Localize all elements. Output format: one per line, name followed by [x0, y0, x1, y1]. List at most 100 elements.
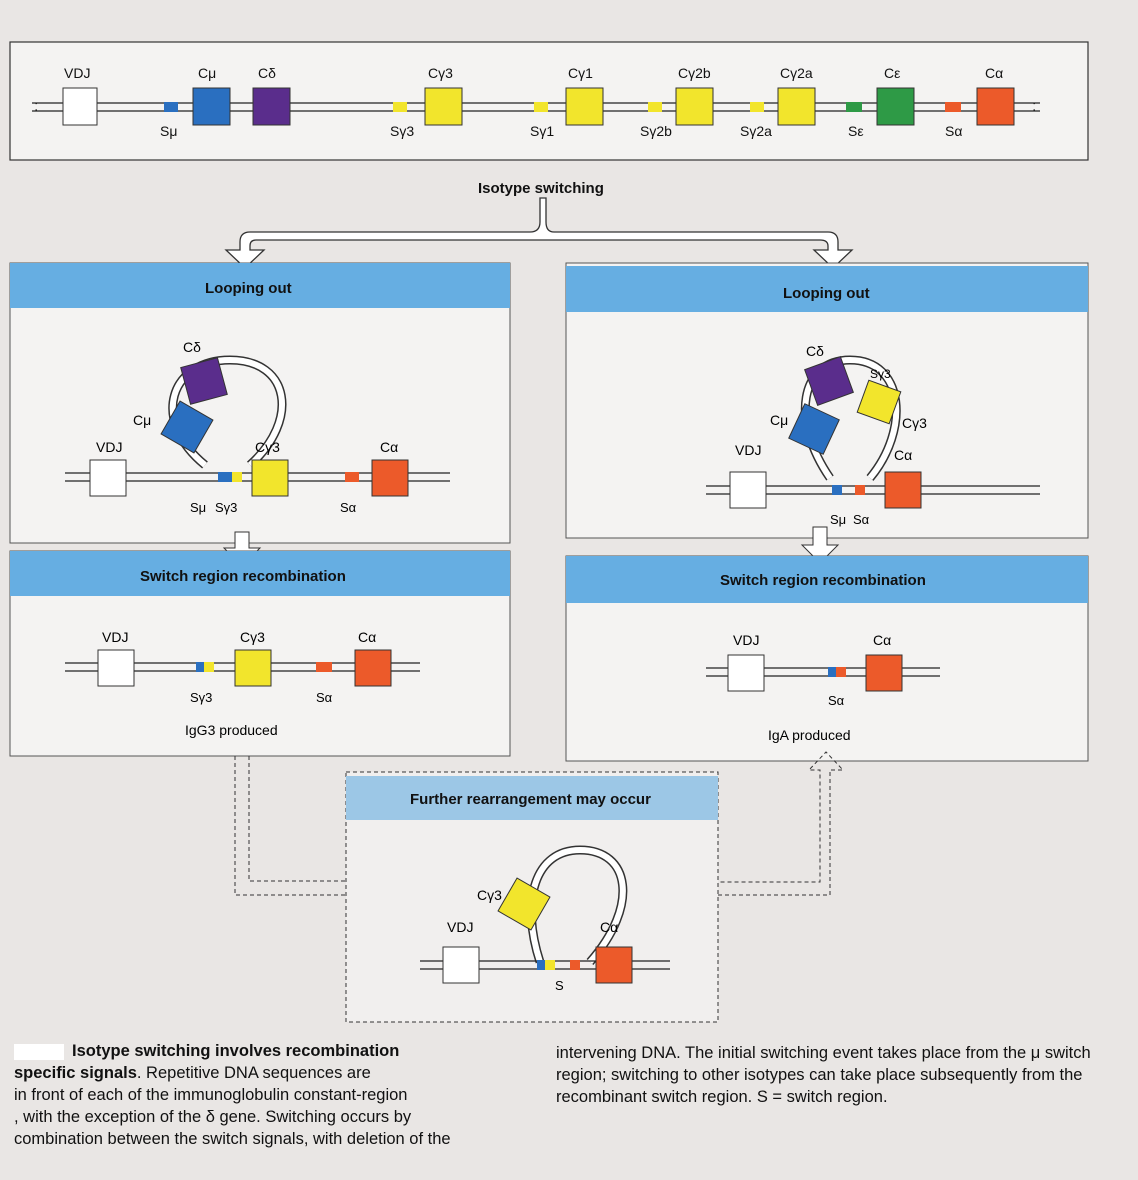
s-mu-switch	[164, 102, 178, 112]
vdj-segment	[62, 87, 98, 126]
caption-text1: . Repetitive DNA sequences are	[136, 1064, 371, 1082]
c-mu-gene	[192, 87, 231, 126]
right2-s-alpha-label: Sα	[828, 693, 845, 708]
c-alpha-label: Cα	[985, 65, 1003, 81]
right-loop-c-g3-label: Cγ3	[902, 415, 927, 431]
right-recombination-panel: Switch region recombination VDJ Sα Cα Ig…	[565, 555, 1089, 762]
left2-vdj-label: VDJ	[102, 629, 128, 645]
left-s-alpha-label: Sα	[340, 500, 357, 515]
right2-vdj	[727, 654, 765, 692]
further-rearrangement-panel: Further rearrangement may occur VDJ Cγ3 …	[345, 771, 719, 1023]
right2-c-alpha-label: Cα	[873, 632, 891, 648]
s-g3-switch	[393, 102, 407, 112]
iga-produced-label: IgA produced	[768, 727, 851, 743]
s-g2a-switch	[750, 102, 764, 112]
left-looping-panel: Looping out VDJ Cδ Cμ Sμ Sγ3 Cγ3 Sα Cα	[9, 262, 511, 544]
s-g2b-label: Sγ2b	[640, 123, 672, 139]
left-c-alpha	[371, 459, 409, 497]
c-g3-gene	[424, 87, 463, 126]
svg-text::: :	[34, 98, 38, 115]
right-loop-c-mu-label: Cμ	[770, 412, 788, 428]
left2-c-g3	[234, 649, 272, 687]
right-recombination-title: Switch region recombination	[720, 572, 926, 589]
branch-arrow	[224, 197, 854, 269]
c-g2a-gene	[777, 87, 816, 126]
c-g3-label: Cγ3	[428, 65, 453, 81]
left-c-g3	[251, 459, 289, 497]
right-looping-title: Looping out	[783, 285, 870, 302]
left-vdj-label: VDJ	[96, 439, 122, 455]
left-s-mu-label: Sμ	[190, 500, 206, 515]
right2-vdj-label: VDJ	[733, 632, 759, 648]
s-eps-label: Sε	[848, 123, 864, 139]
left2-s-alpha-label: Sα	[316, 690, 333, 705]
s-eps-switch	[846, 102, 862, 112]
further-vdj-label: VDJ	[447, 919, 473, 935]
c-mu-label: Cμ	[198, 65, 216, 81]
right-arrow-1	[800, 526, 840, 564]
c-g2b-gene	[675, 87, 714, 126]
right-loop-c-g3	[856, 379, 902, 425]
c-delta-label: Cδ	[258, 65, 276, 81]
further-vdj	[442, 946, 480, 984]
left-recombination-panel: Switch region recombination VDJ Sγ3 Cγ3 …	[9, 550, 511, 757]
left2-c-alpha	[354, 649, 392, 687]
caption-text3: , with the exception of the δ gene. Swit…	[14, 1108, 412, 1126]
c-g1-gene	[565, 87, 604, 126]
caption-title-part1: Isotype switching involves recombination	[72, 1042, 400, 1060]
c-alpha-gene	[976, 87, 1015, 126]
further-c-g3-label: Cγ3	[477, 887, 502, 903]
s-g1-label: Sγ1	[530, 123, 554, 139]
right2-c-alpha	[865, 654, 903, 692]
left-loop-c-mu-label: Cμ	[133, 412, 151, 428]
right-s-mu-label: Sμ	[830, 512, 846, 527]
right-loop-c-mu	[788, 403, 840, 455]
s-alpha-label: Sα	[945, 123, 962, 139]
caption-title-part2: specific signals	[14, 1064, 137, 1082]
svg-text::: :	[1032, 98, 1036, 115]
dashed-connectors	[234, 751, 845, 896]
left-vdj	[89, 459, 127, 497]
s-g1-switch	[534, 102, 548, 112]
left-s-mu-g3	[218, 472, 232, 482]
c-eps-label: Cε	[884, 65, 900, 81]
c-g2a-label: Cγ2a	[780, 65, 813, 81]
left2-s-g3-label: Sγ3	[190, 690, 212, 705]
s-g2b-switch	[648, 102, 662, 112]
further-s-label: S	[555, 978, 564, 993]
further-c-g3	[497, 877, 551, 931]
further-c-alpha	[595, 946, 633, 984]
further-c-alpha-label: Cα	[600, 919, 618, 935]
c-eps-gene	[876, 87, 915, 126]
left-loop-c-delta-label: Cδ	[183, 339, 201, 355]
right-loop-c-delta	[804, 356, 854, 406]
caption-text4: combination between the switch signals, …	[14, 1130, 451, 1148]
c-delta-gene	[252, 87, 291, 126]
left2-vdj	[97, 649, 135, 687]
right-c-alpha	[884, 471, 922, 509]
right-vdj	[729, 471, 767, 509]
caption-marker	[14, 1043, 64, 1060]
left-s-alpha	[345, 472, 359, 482]
s-mu-label: Sμ	[160, 123, 177, 139]
s-g2a-label: Sγ2a	[740, 123, 772, 139]
left-loop-c-mu	[160, 400, 214, 454]
right-looping-panel: Looping out VDJ Cδ Cμ Cγ3 Sγ3 Sμ Sα Cα	[565, 262, 1089, 539]
c-g1-label: Cγ1	[568, 65, 593, 81]
igg3-produced-label: IgG3 produced	[185, 722, 278, 738]
isotype-switching-label: Isotype switching	[478, 180, 604, 197]
vdj-label: VDJ	[64, 65, 90, 81]
further-title: Further rearrangement may occur	[410, 791, 651, 808]
left-loop-c-delta	[180, 357, 228, 405]
right-loop-s-g3-label: Sγ3	[870, 367, 891, 381]
left-c-alpha-label: Cα	[380, 439, 398, 455]
right-c-alpha-label: Cα	[894, 447, 912, 463]
left2-c-g3-label: Cγ3	[240, 629, 265, 645]
germline-locus-panel: : : VDJ Sμ Cμ Cδ Sγ3 Cγ3 Sγ1 Cγ1 Sγ2b Cγ…	[9, 41, 1089, 161]
s-g3-label: Sγ3	[390, 123, 414, 139]
right-vdj-label: VDJ	[735, 442, 761, 458]
left-recombination-title: Switch region recombination	[140, 568, 346, 585]
caption-text2: in front of each of the immunoglobulin c…	[14, 1086, 408, 1104]
right-s-alpha-label: Sα	[853, 512, 870, 527]
